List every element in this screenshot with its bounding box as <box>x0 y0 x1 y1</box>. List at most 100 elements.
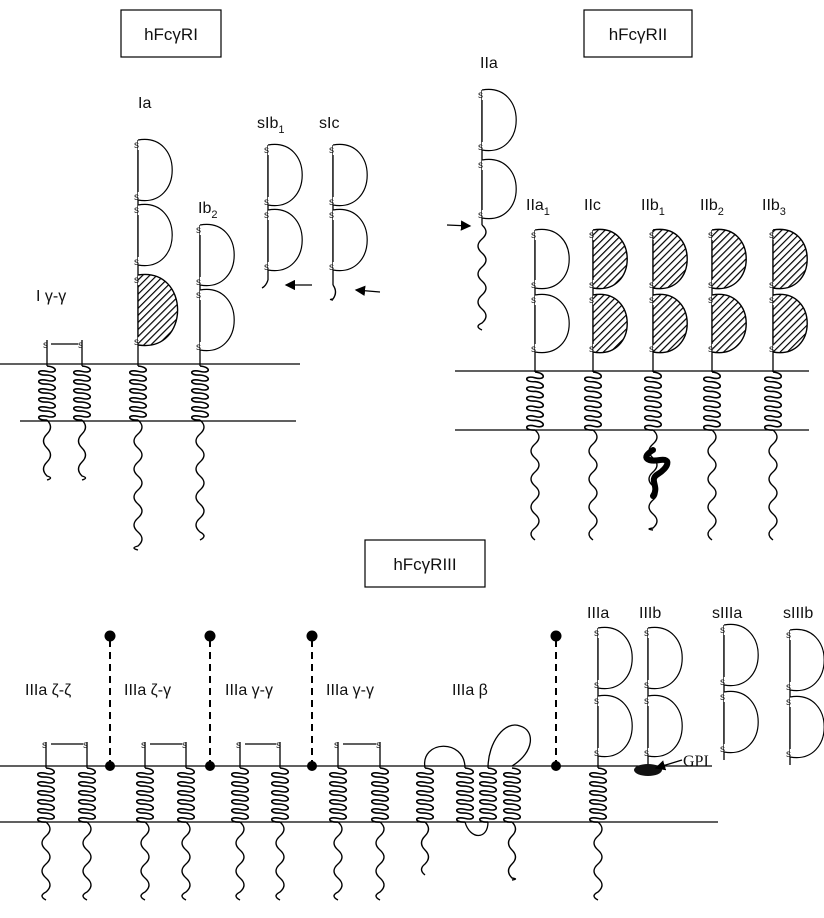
disulfide-s: s <box>531 280 536 291</box>
disulfide-s: s <box>644 680 649 691</box>
transmembrane-helix <box>135 767 155 823</box>
label-IIc: IIc <box>584 197 601 214</box>
disulfide-s: s <box>478 142 483 153</box>
disulfide-s: s <box>83 740 88 751</box>
ig-domain <box>723 690 759 754</box>
ig-domain <box>789 628 824 692</box>
beta-loop <box>464 821 489 837</box>
beta-loop <box>424 745 466 769</box>
cytoplasmic-tail <box>530 429 540 541</box>
label-sIc: sIc <box>319 115 339 132</box>
label-IIa: IIa <box>480 55 498 72</box>
disulfide-s: s <box>708 230 713 241</box>
disulfide-s: s <box>769 280 774 291</box>
ig-domain <box>789 695 824 759</box>
disulfide-s: s <box>196 225 201 236</box>
transmembrane-helix <box>702 371 722 431</box>
transmembrane-helix <box>230 767 250 823</box>
disulfide-s: s <box>769 344 774 355</box>
disulfide-s: s <box>141 740 146 751</box>
label-IIIa-zeta-zeta: IIIa ζ-ζ <box>25 682 71 699</box>
ig-domain <box>199 223 235 287</box>
svg-text:hFcγRIII: hFcγRIII <box>393 555 456 574</box>
transmembrane-helix <box>763 371 783 431</box>
connector-head <box>306 630 318 642</box>
disulfide-s: s <box>134 337 139 348</box>
label-sIIIb: sIIIb <box>783 605 813 622</box>
disulfide-s: s <box>594 680 599 691</box>
disulfide-s: s <box>644 748 649 759</box>
beta-loop <box>487 724 532 769</box>
cytoplasmic-tail <box>195 419 205 541</box>
transmembrane-helix <box>128 365 148 421</box>
disulfide-s: s <box>264 197 269 208</box>
cytoplasmic-tail <box>42 419 52 481</box>
disulfide-s: s <box>589 295 594 306</box>
transmembrane-helix <box>502 767 522 823</box>
cytoplasmic-tail <box>477 224 487 331</box>
transmembrane-helix <box>37 365 57 421</box>
disulfide-s: s <box>264 262 269 273</box>
membrane-fcgr2 <box>455 370 809 431</box>
label-Ib2: Ib2 <box>198 200 217 221</box>
gpi-anchor <box>634 764 662 776</box>
disulfide-s: s <box>264 210 269 221</box>
ig-domain <box>597 694 633 758</box>
transmembrane-helix <box>328 767 348 823</box>
disulfide-s: s <box>769 295 774 306</box>
disulfide-s: s <box>649 295 654 306</box>
label-sIb1: sIb1 <box>257 115 284 136</box>
stalk-end <box>261 279 269 289</box>
cytoplasmic-tail <box>707 429 717 541</box>
label-IIIa-beta: IIIa β <box>452 682 488 699</box>
disulfide-s: s <box>478 210 483 221</box>
transmembrane-helix <box>643 371 663 431</box>
connector-foot <box>205 761 215 771</box>
cytoplasmic-tail <box>41 821 51 901</box>
disulfide-s: s <box>786 682 791 693</box>
cytoplasmic-tail <box>181 821 191 901</box>
cytoplasmic-tail <box>275 821 285 901</box>
hatched-domain <box>772 293 808 354</box>
label-IIIa-gamma-gamma-2: IIIa γ-γ <box>326 682 374 699</box>
membrane-fcgr1 <box>0 363 300 422</box>
disulfide-s: s <box>531 295 536 306</box>
disulfide-s: s <box>589 230 594 241</box>
disulfide-s: s <box>134 140 139 151</box>
cleavage-arrow-IIa <box>446 220 472 231</box>
disulfide-s: s <box>594 628 599 639</box>
disulfide-s: s <box>329 145 334 156</box>
disulfide-s: s <box>276 740 281 751</box>
svg-text:hFcγRII: hFcγRII <box>609 25 668 44</box>
title-fcgr1: hFcγRI <box>120 9 222 58</box>
label-GPI: GPI <box>683 753 709 770</box>
label-sIIIa: sIIIa <box>712 605 742 622</box>
ig-domain <box>332 143 368 207</box>
disulfide-s: s <box>644 628 649 639</box>
hatched-domain <box>137 273 179 347</box>
cytoplasmic-tail <box>77 419 87 481</box>
disulfide-s: s <box>531 230 536 241</box>
disulfide-s: s <box>786 749 791 760</box>
disulfide-s: s <box>134 257 139 268</box>
disulfide-s: s <box>708 295 713 306</box>
disulfide-s: s <box>769 230 774 241</box>
cytoplasmic-tail <box>420 821 430 876</box>
dashed-connector <box>306 630 318 771</box>
label-IIIb: IIIb <box>639 605 661 622</box>
label-I-gamma-gamma: I γ-γ <box>36 288 66 305</box>
ig-domain <box>481 158 517 220</box>
hatched-domain <box>592 293 628 354</box>
